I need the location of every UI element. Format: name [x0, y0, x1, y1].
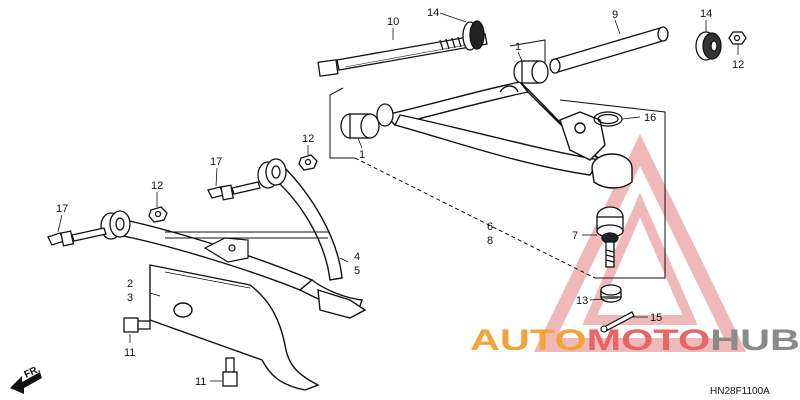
castle-nut-13: [600, 284, 622, 303]
callout-12-lower-left: 12: [151, 180, 163, 192]
upper-a-arm: [383, 81, 606, 176]
watermark-part-auto: AUTO: [470, 324, 587, 357]
watermark-part-moto: MOTO: [587, 324, 711, 357]
callout-5: 5: [354, 265, 360, 277]
callout-3: 3: [127, 292, 133, 304]
callout-2: 2: [127, 278, 133, 290]
callout-11-left: 11: [124, 347, 135, 359]
skid-plate: [149, 264, 320, 391]
lower-a-arm: [116, 164, 367, 319]
ball-joint-7: [596, 206, 624, 268]
nut-lower-right: [298, 154, 318, 171]
callout-1-top: 1: [515, 41, 521, 53]
callout-16: 16: [644, 112, 656, 124]
bolt-11-left: [123, 317, 151, 333]
long-bolt-upper: [317, 33, 488, 77]
washer-upper-left: [462, 20, 485, 51]
bolt-11-bottom: [222, 357, 238, 387]
callout-1-bottom: 1: [359, 149, 365, 161]
bolt-17-left: [47, 227, 107, 247]
callout-12-lower-right: 12: [302, 133, 314, 145]
diagram-code: HN28F1100A: [710, 386, 770, 397]
bushings-lower: [100, 158, 287, 240]
callout-8: 8: [487, 235, 493, 247]
callout-leaders: [57, 12, 739, 382]
callout-6: 6: [487, 221, 493, 233]
callout-15: 15: [650, 312, 662, 324]
callout-14-left: 14: [427, 7, 439, 19]
callout-17-left: 17: [56, 203, 68, 215]
callout-14-right: 14: [700, 8, 712, 20]
callout-7: 7: [572, 230, 578, 242]
callout-10: 10: [387, 16, 399, 28]
bolt-17-right: [207, 181, 261, 201]
cotter-pin-15: [600, 311, 635, 333]
clip-16: [593, 111, 623, 127]
washer-upper-right: [695, 31, 722, 61]
nut-upper-right: [728, 31, 747, 45]
upper-group-bracket: [329, 39, 666, 279]
front-arrow-icon: [10, 372, 42, 394]
lower-arm-bracket: [203, 237, 249, 263]
callout-13: 13: [576, 295, 588, 307]
callout-12-upper: 12: [732, 59, 744, 71]
callout-11-bottom: 11: [195, 376, 206, 388]
watermark-part-hub: HUB: [710, 324, 800, 357]
callout-9: 9: [612, 9, 618, 21]
upper-ball-joint-housing: [591, 153, 633, 189]
callout-4: 4: [354, 251, 360, 263]
bushings-upper: [340, 60, 549, 139]
pivot-pipe-9: [549, 26, 669, 74]
nut-lower-left: [148, 206, 168, 223]
watermark-triangle: [533, 134, 747, 352]
callout-17-right: 17: [210, 156, 222, 168]
